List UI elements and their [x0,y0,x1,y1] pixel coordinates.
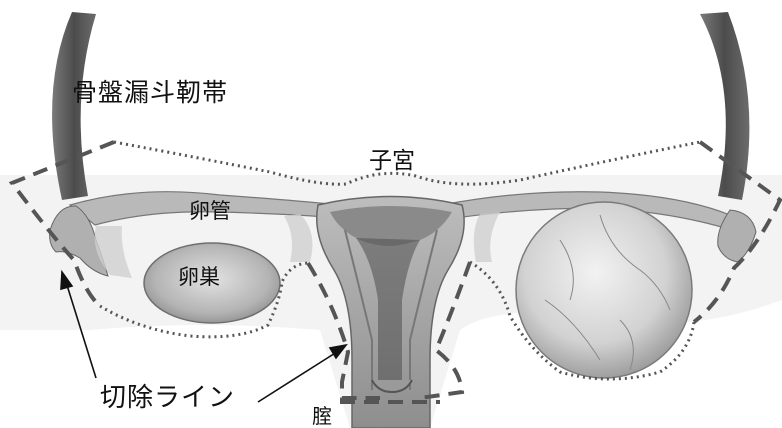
label-uterus: 子宮 [369,150,415,173]
label-fallopian-tube: 卵管 [189,201,231,222]
label-cut-line: 切除ライン [100,385,235,411]
label-ligament: 骨盤漏斗靭帯 [72,80,228,105]
label-ovary: 卵巣 [178,267,220,288]
right-ovary-cyst [516,202,692,378]
label-vagina: 腟 [312,406,332,426]
